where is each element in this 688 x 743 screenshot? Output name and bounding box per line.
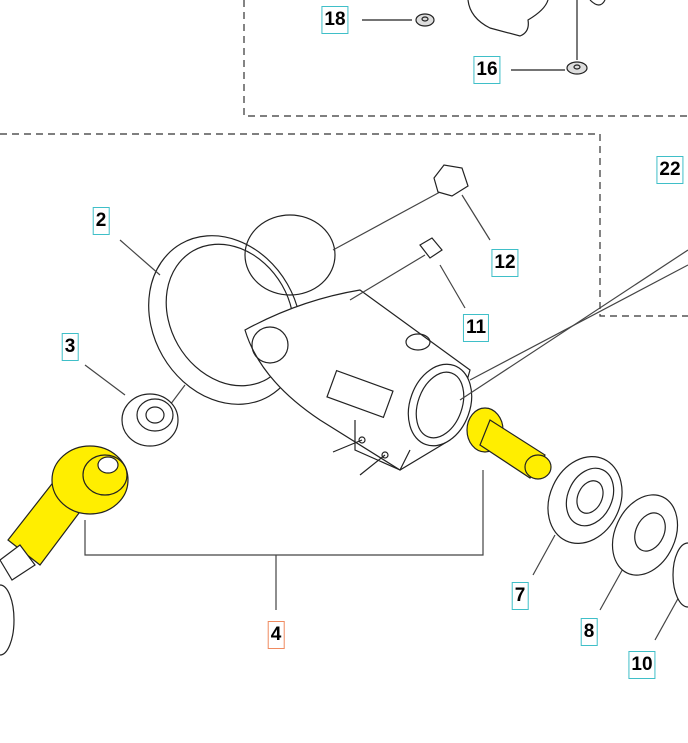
group-boundaries: [0, 0, 688, 317]
bearings-right: [547, 456, 688, 608]
callout-11[interactable]: 11: [462, 314, 490, 342]
callout-10[interactable]: 10: [628, 651, 656, 679]
callout-18[interactable]: 18: [321, 6, 349, 34]
callout-22[interactable]: 22: [656, 156, 684, 184]
bevel-gear-right: [466, 407, 552, 480]
leader-lines: [84, 191, 688, 641]
callout-3[interactable]: 3: [61, 333, 79, 361]
callout-16[interactable]: 16: [473, 56, 501, 84]
callout-2[interactable]: 2: [92, 207, 110, 235]
top-parts: [362, 0, 606, 75]
callout-7[interactable]: 7: [511, 582, 529, 610]
plug-and-clip: [419, 164, 469, 259]
callout-8[interactable]: 8: [580, 618, 598, 646]
callout-4-highlighted[interactable]: 4: [267, 621, 285, 649]
callout-12[interactable]: 12: [491, 249, 519, 277]
bevel-gear-left: [0, 445, 129, 656]
bearing-3: [121, 393, 179, 447]
gear-housing: [148, 214, 473, 476]
